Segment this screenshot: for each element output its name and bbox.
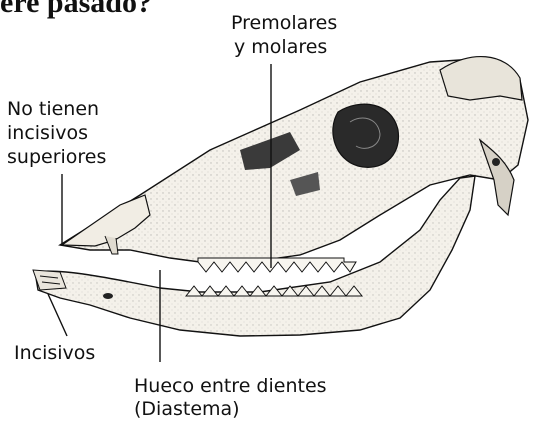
upper-teeth [198,258,356,272]
label-premolares-line1: Premolares [231,12,337,34]
label-diastema-line2: (Diastema) [134,398,240,420]
label-premolares-line2: y molares [234,36,327,58]
label-incisivos: Incisivos [14,342,95,364]
label-incisivos-sup-line2: incisivos [7,122,88,144]
antler-pedicle [440,57,522,100]
label-incisivos-sup-line3: superiores [7,146,106,168]
label-diastema-line1: Hueco entre dientes [134,375,327,397]
label-incisivos-sup-line1: No tienen [7,98,99,120]
